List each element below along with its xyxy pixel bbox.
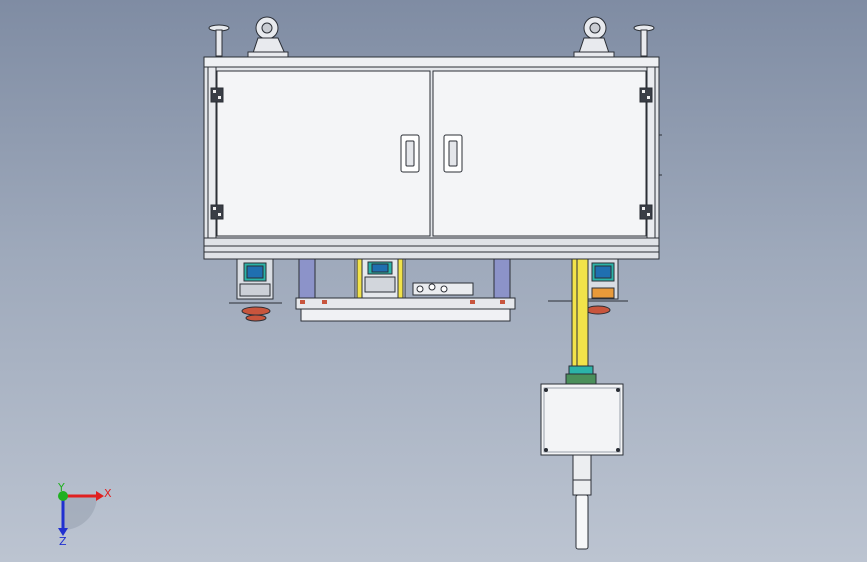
caster-wheel-icon — [247, 16, 289, 58]
coordinate-triad: X Y Z — [57, 481, 112, 548]
left-actuator — [229, 258, 282, 322]
z-axis-label: Z — [59, 535, 67, 548]
y-axis-label: Y — [57, 481, 65, 494]
gearbox — [540, 383, 624, 550]
y-axis-marker — [58, 491, 68, 501]
leveling-foot-icon — [633, 24, 655, 57]
center-assembly — [354, 258, 474, 300]
vertical-rod — [571, 258, 589, 372]
handle-icon — [400, 134, 420, 173]
right-door[interactable] — [432, 70, 647, 237]
mechanism — [229, 258, 628, 385]
base-plate — [295, 297, 516, 310]
leveling-foot-icon — [208, 24, 230, 57]
handle-icon — [443, 134, 463, 173]
caster-wheel-icon — [573, 16, 615, 58]
x-axis-label: X — [104, 487, 112, 500]
right-actuator — [548, 258, 628, 315]
left-door[interactable] — [216, 70, 431, 237]
top-hardware — [208, 16, 655, 58]
cabinet — [203, 56, 662, 260]
